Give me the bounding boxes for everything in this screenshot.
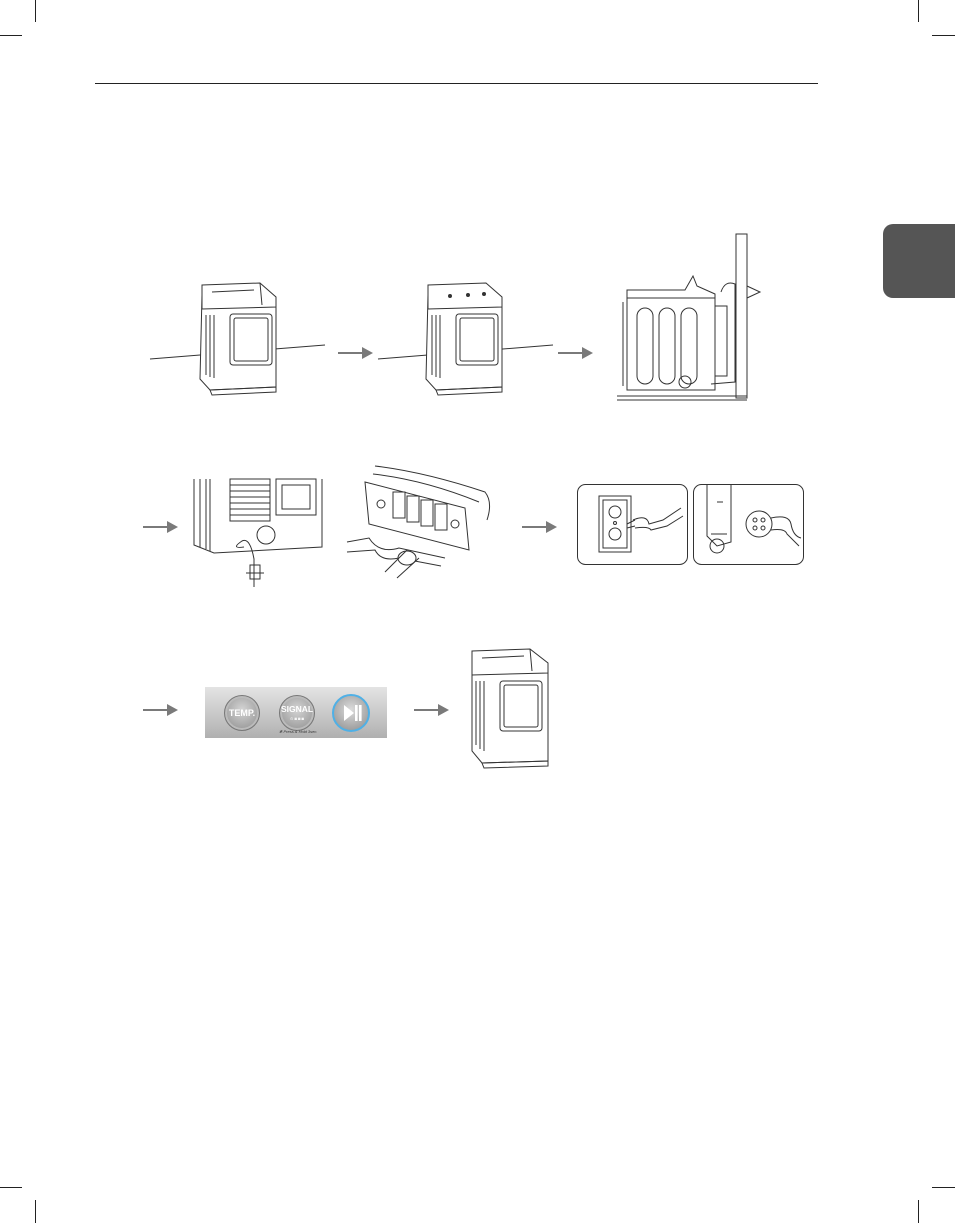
section-tab [883, 224, 955, 298]
crop-mark [932, 1187, 955, 1188]
crop-mark [35, 1200, 36, 1223]
control-panel-image: TEMP. SIGNAL ⊙ ◙ ◙ ◙ ✻ Press & Hold 3sec… [205, 687, 387, 738]
crop-mark [932, 35, 955, 36]
signal-button: SIGNAL ⊙ ◙ ◙ ◙ [279, 695, 315, 731]
step-arrow [143, 702, 179, 718]
temp-label: TEMP. [225, 708, 259, 718]
play-pause-icon [334, 696, 368, 730]
start-pause-button [332, 694, 370, 732]
dryer-leveled-illustration [378, 275, 558, 400]
terminal-block-illustration [345, 462, 495, 580]
dryer-rear-connection-illustration [190, 475, 330, 595]
signal-label: SIGNAL [280, 704, 314, 714]
dryer-vent-illustration [615, 232, 775, 404]
crop-mark [918, 1200, 919, 1223]
crop-mark [35, 0, 36, 22]
dryer-complete-illustration [468, 645, 558, 770]
crop-mark [0, 1187, 22, 1188]
dryer-leveling-illustration [150, 275, 330, 400]
child-lock-icon: ⊙ ◙ ◙ ◙ [280, 716, 314, 721]
temp-button: TEMP. [224, 695, 260, 731]
press-hold-note: ✻ Press & Hold 3sec. [279, 729, 317, 734]
step-arrow [143, 519, 179, 535]
grounded-outlet-illustration [577, 484, 689, 566]
crop-mark [0, 35, 22, 36]
step-arrow [414, 702, 450, 718]
step-arrow [338, 345, 374, 361]
step-arrow [558, 345, 594, 361]
four-prong-outlet-illustration [693, 484, 805, 566]
header-rule [95, 83, 818, 84]
step-arrow [522, 519, 558, 535]
crop-mark [918, 0, 919, 22]
